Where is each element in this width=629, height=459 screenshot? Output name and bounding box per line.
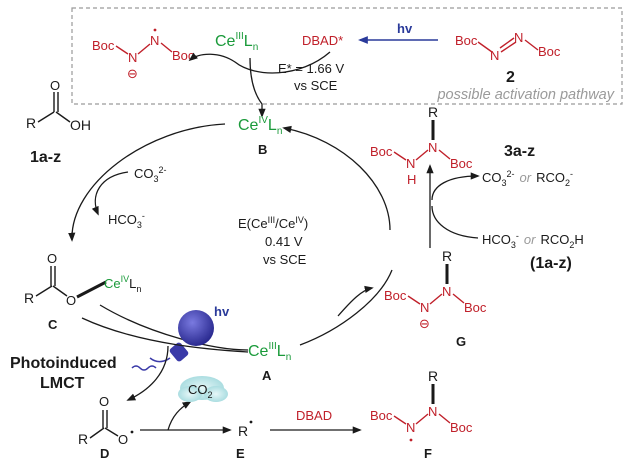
hv-label-top: hv [397,21,413,36]
D-R: R [78,431,88,447]
F-label: F [424,446,432,459]
acid-in-arrow [91,171,129,216]
acid-1a-z: R O OH 1a-z [26,78,91,166]
G-N-anion: N [420,300,429,315]
co2-cloud-icon: CO2 [178,376,228,402]
G-R: R [442,248,452,264]
box-curved-arrow [188,51,331,74]
ce3-A: CeIIILn [248,341,291,363]
dbad-star-label: DBAD* [302,33,343,48]
reduction-arrow [337,285,374,317]
intermediate-C: R O O CeIVLn C [24,251,141,332]
G-label: G [456,334,466,349]
compound-2-dbad: Boc N N Boc 2 [455,30,561,86]
P-N: N [428,140,437,155]
activation-pathway-caption: possible activation pathway [436,87,614,103]
activation-pathway-box [71,7,623,105]
lmct-arrow [81,317,249,353]
E-R: R [238,423,248,439]
potential-line3: vs SCE [263,252,307,267]
e-star-vs-sce: vs SCE [294,78,338,93]
label-B: B [258,142,267,157]
C-ce: CeIVLn [104,274,141,294]
cycle-arc-right [282,125,391,231]
compound-2-label: 2 [506,69,515,86]
D-label: D [100,446,109,459]
acid-R: R [26,115,36,131]
G-minus: ⊖ [419,316,430,331]
co3-left: CO32- [134,165,167,184]
F-R: R [428,368,438,384]
co2-release-arrow [167,401,192,431]
G-boc-left: Boc [384,288,407,303]
anion-G: Boc N ⊖ N R Boc G [384,248,487,349]
product-3a-z: Boc N H N R Boc 3a-z [370,104,535,187]
protonation-side-arrow-2 [431,172,480,201]
P-boc-left: Boc [370,144,393,159]
F-N-rad: N [406,420,415,435]
cycle-arc-bottom-right [299,269,393,346]
C-O-link: O [66,293,76,308]
D-O-top: O [99,394,109,409]
cycle-arc-left [68,123,226,242]
P-N-H: N [406,156,415,171]
P-H: H [407,172,416,187]
boc-left-2: Boc [455,33,478,48]
potential-line2: 0.41 V [265,234,303,249]
hv-label-bulb: hv [214,304,230,319]
lmct-branch-arrow [126,345,169,401]
G-N: N [442,284,451,299]
e-star-potential: E* = 1.66 V [278,61,344,76]
boc-right-box: Boc [172,48,195,63]
light-bulb-icon: hv [131,304,230,371]
co2-label: CO2 [188,382,213,400]
P-boc-right: Boc [450,156,473,171]
n-anion-box: N [128,50,137,65]
P-R: R [428,104,438,120]
acid-label: 1a-z [30,149,61,166]
n-azo-1: N [490,48,499,63]
ce3-top: CeIIILn [215,31,258,53]
dbad-reagent: DBAD [296,408,332,423]
protonation-side-arrow [431,205,479,239]
minus-box: ⊖ [127,66,138,81]
hco3-left: HCO3- [108,211,145,230]
boc-left-box: Boc [92,38,115,53]
n-rad-box: N [150,33,159,48]
box-curved-arrow-2 [249,57,266,118]
product-label: 3a-z [504,143,535,160]
F-boc-right: Boc [450,420,473,435]
boc-right-2: Boc [538,44,561,59]
F-boc-left: Boc [370,408,393,423]
C-O-top: O [47,251,57,266]
n-azo-2: N [514,30,523,45]
F-N: N [428,404,437,419]
acid-OH: OH [70,117,91,133]
photo-line2: LMCT [40,375,85,392]
C-R: R [24,290,34,306]
cycle-arc-bottom-left [99,304,249,351]
acid-O: O [50,78,60,93]
dbad-radical-anion: Boc N ⊖ N Boc [92,28,195,81]
radical-D: R O O D [78,394,134,459]
D-O-rad: O [118,432,128,447]
radical-F: Boc N N R Boc F [370,368,473,459]
label-A: A [262,368,272,383]
photo-line1: Photoinduced [10,355,117,372]
potential-line1: E(CeIII/CeIV) [238,215,308,231]
G-boc-right: Boc [464,300,487,315]
C-label: C [48,317,58,332]
E-label: E [236,446,245,459]
ce4-B: CeIVLn [238,115,282,137]
acid-ref: (1a-z) [530,255,572,272]
